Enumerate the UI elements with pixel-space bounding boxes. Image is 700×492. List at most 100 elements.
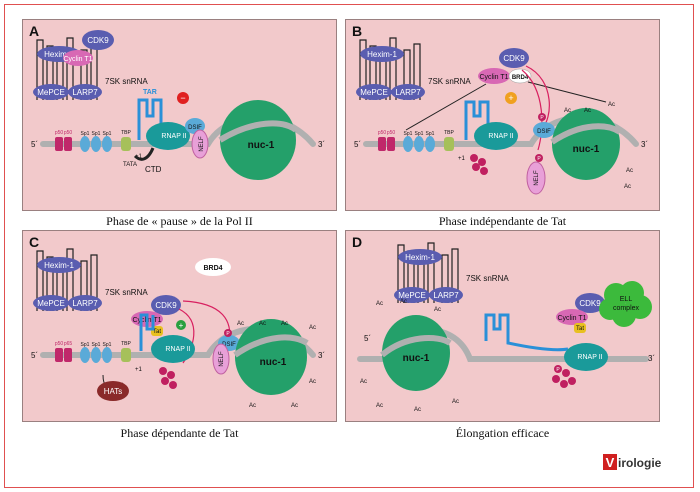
nelf: [191, 129, 209, 159]
hexim-label: Hexim-1: [367, 50, 397, 59]
brd4: [195, 258, 231, 276]
sp1-b: [91, 347, 101, 363]
rnap-ii: [151, 335, 195, 363]
sp1-b: [414, 136, 424, 152]
hexim-label: Hexim-1: [44, 50, 74, 59]
five-prime: 5´: [31, 351, 38, 360]
cdk9: [151, 295, 181, 315]
rnap-ii: [146, 122, 190, 150]
three-prime: 3´: [648, 354, 655, 363]
ac-label-5: Ac: [376, 403, 383, 409]
phospho-arrow-b: [521, 69, 543, 151]
ac-label-7: Ac: [291, 403, 298, 409]
plus-badge: [176, 320, 186, 330]
sp1-label-a: Sp1: [81, 131, 90, 137]
snrna-hairpins: [36, 37, 98, 100]
cdk9: [499, 48, 529, 68]
larp7: [391, 84, 425, 100]
plus-badge: [505, 92, 517, 104]
phospho-label: P: [556, 367, 560, 373]
three-prime: 3´: [318, 140, 325, 149]
ac-label-2: Ac: [259, 321, 266, 327]
larp7: [68, 295, 102, 311]
nelf-label: NELF: [199, 136, 205, 152]
snrna-label: 7SK snRNA: [428, 77, 471, 86]
dna-wrap: [218, 120, 298, 143]
nuc-label: nuc-1: [573, 144, 600, 155]
plus1-label: +1: [135, 367, 143, 373]
hexim-label: Hexim-1: [405, 253, 435, 262]
p50-label-a: p50: [378, 130, 387, 136]
tar-rna: [464, 100, 490, 140]
sp1-label-a: Sp1: [404, 131, 413, 137]
figure-frame: [4, 4, 694, 488]
cdk9-label: CDK9: [503, 54, 525, 63]
ac-label-1: Ac: [376, 301, 383, 307]
hats: [97, 381, 129, 401]
sp1-c: [425, 136, 435, 152]
mepce: [394, 287, 430, 303]
ac-label-1: Ac: [564, 108, 571, 114]
rnap-ii: [474, 122, 518, 150]
logo-text: irologie: [618, 456, 662, 470]
ac-label-4: Ac: [626, 168, 633, 174]
phospho-1: [538, 113, 546, 121]
dna-wrap: [550, 123, 622, 145]
phospho-label: P: [226, 331, 230, 337]
tar-label: TAR: [143, 89, 157, 96]
dsif: [533, 122, 555, 138]
ac-label-1: Ac: [237, 321, 244, 327]
ctd-phospho-cluster: [159, 367, 177, 389]
caption-b: Phase indépendante de Tat: [438, 214, 567, 228]
ctd-label: CTD: [145, 165, 162, 174]
mepce: [33, 84, 69, 100]
nelf: [526, 161, 546, 195]
plus1-label: +1: [135, 154, 143, 160]
ac-label-3: Ac: [281, 321, 288, 327]
arrow-to-promoter: [405, 83, 487, 131]
p50-label: p50: [55, 341, 64, 347]
plus-label: +: [508, 93, 513, 103]
caption-c: Phase dépendante de Tat: [120, 426, 239, 440]
sp1-label-b: Sp1: [415, 131, 424, 137]
p50-label-b: p50: [387, 130, 396, 136]
dsif-label: DSIF: [222, 342, 236, 348]
mepce: [33, 295, 69, 311]
plus-label: +: [179, 321, 184, 330]
cdk9: [82, 30, 114, 50]
sp1-label-b: Sp1: [92, 342, 101, 348]
p50-label-b: p50: [64, 130, 73, 136]
snrna-label: 7SK snRNA: [466, 274, 509, 283]
tar-rna: [139, 313, 155, 351]
panel-c-diagram: Hexim-1 MePCE LARP7 7SK snRNA BRD4 CDK9 …: [31, 248, 325, 409]
logo-badge: [603, 454, 617, 470]
p50-box-b: [387, 137, 395, 151]
p65-label: p65: [64, 341, 73, 347]
mepce-label: MePCE: [360, 88, 388, 97]
larp7-label: LARP7: [395, 88, 421, 97]
brd4-label: BRD4: [203, 265, 222, 272]
phospho-label: P: [540, 115, 544, 121]
sp1-label-b: Sp1: [92, 131, 101, 137]
panel-b-diagram: Hexim-1 MePCE LARP7 7SK snRNA CDK9 Cycli…: [354, 37, 648, 195]
rnap-label: RNAP II: [577, 354, 602, 361]
cdk9-label: CDK9: [579, 299, 601, 308]
snrna-label: 7SK snRNA: [105, 77, 148, 86]
ctd-tail: [133, 147, 155, 161]
cyclin-t1: [63, 50, 93, 66]
ac-label-6: Ac: [414, 407, 421, 413]
tbp: [121, 137, 131, 151]
complex-label: complex: [613, 305, 640, 312]
logo-initial: V: [606, 455, 615, 470]
five-prime: 5´: [364, 334, 371, 343]
snrna-label: 7SK snRNA: [105, 288, 148, 297]
virologie-logo: V irologie: [603, 454, 662, 470]
p50-label-a: p50: [55, 130, 64, 136]
cyclin-label: Cyclin T1: [479, 74, 508, 81]
cyclin-label: Cyclin T1: [557, 315, 586, 322]
rnap-ii: [564, 343, 608, 371]
panel-a: Hexim-1 Cyclin T1 CDK9 MePCE LARP7 7SK s…: [22, 19, 337, 211]
phospho-2: [535, 154, 543, 162]
ac-label-5: Ac: [624, 184, 631, 190]
nuc-label: nuc-1: [248, 140, 275, 151]
